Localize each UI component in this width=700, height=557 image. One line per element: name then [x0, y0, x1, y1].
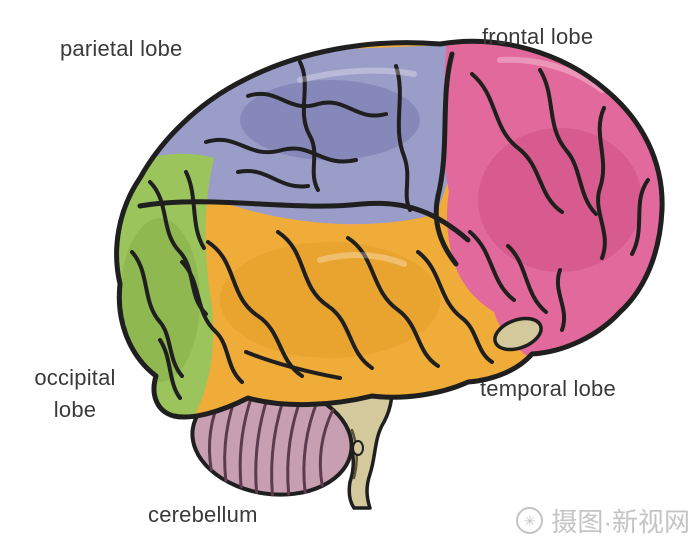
brain-stem-nodule — [352, 440, 364, 456]
sulcus-line — [298, 60, 320, 192]
sulcus-line — [555, 268, 567, 332]
label-temporal-lobe: temporal lobe — [480, 376, 616, 401]
lobe-shading — [120, 218, 200, 382]
sulcus-line — [416, 250, 494, 364]
gloss-highlight — [497, 56, 605, 93]
sulcus-line — [276, 230, 374, 370]
sulcus-line — [468, 230, 516, 302]
gloss-highlights — [297, 56, 605, 267]
sulcus-line — [148, 180, 208, 316]
cerebellum-folia-line — [318, 408, 335, 487]
watermark: ✳ 摄图·新视网 — [516, 502, 690, 539]
midbrain-nub-shape — [493, 316, 543, 352]
label-frontal-lobe: frontal lobe — [482, 24, 594, 49]
sulcus-line — [506, 244, 548, 314]
sulcus-line — [394, 64, 412, 212]
watermark-text: 摄图·新视网 — [551, 507, 690, 537]
sulcus-line — [236, 169, 310, 189]
sulcus-line — [204, 137, 358, 164]
label-cerebellum: cerebellum — [148, 502, 258, 527]
sulcus-line — [206, 240, 304, 378]
cerebrum-lobes — [116, 41, 663, 418]
gloss-highlight — [297, 67, 417, 83]
cerebrum-outline — [114, 38, 665, 420]
watermark-logo-icon: ✳ — [516, 507, 544, 534]
sulcus-line — [158, 338, 182, 400]
lobe-shading — [478, 128, 642, 272]
cerebellum-folia-line — [302, 397, 320, 494]
lobe-shading — [220, 242, 440, 358]
label-parietal-lobe: parietal lobe — [60, 36, 183, 61]
sulcus-line — [130, 250, 184, 378]
sulcus-line — [538, 68, 598, 216]
lateral-sulcus-line — [137, 199, 471, 243]
lobe-shading — [240, 80, 420, 160]
sulci-lines — [130, 51, 650, 400]
sulcus-line — [246, 91, 388, 118]
sulcus-line — [184, 170, 206, 250]
sulcus-line — [244, 350, 342, 380]
sulcus-line — [346, 236, 440, 368]
midbrain-nub — [493, 316, 543, 352]
sulcus-line — [630, 178, 650, 256]
gloss-highlight — [317, 252, 407, 267]
central-sulcus-line — [433, 51, 459, 267]
sulcus-line — [596, 106, 607, 260]
label-occipital-lobe: occipital lobe — [34, 365, 116, 422]
sulcus-line — [470, 72, 564, 214]
